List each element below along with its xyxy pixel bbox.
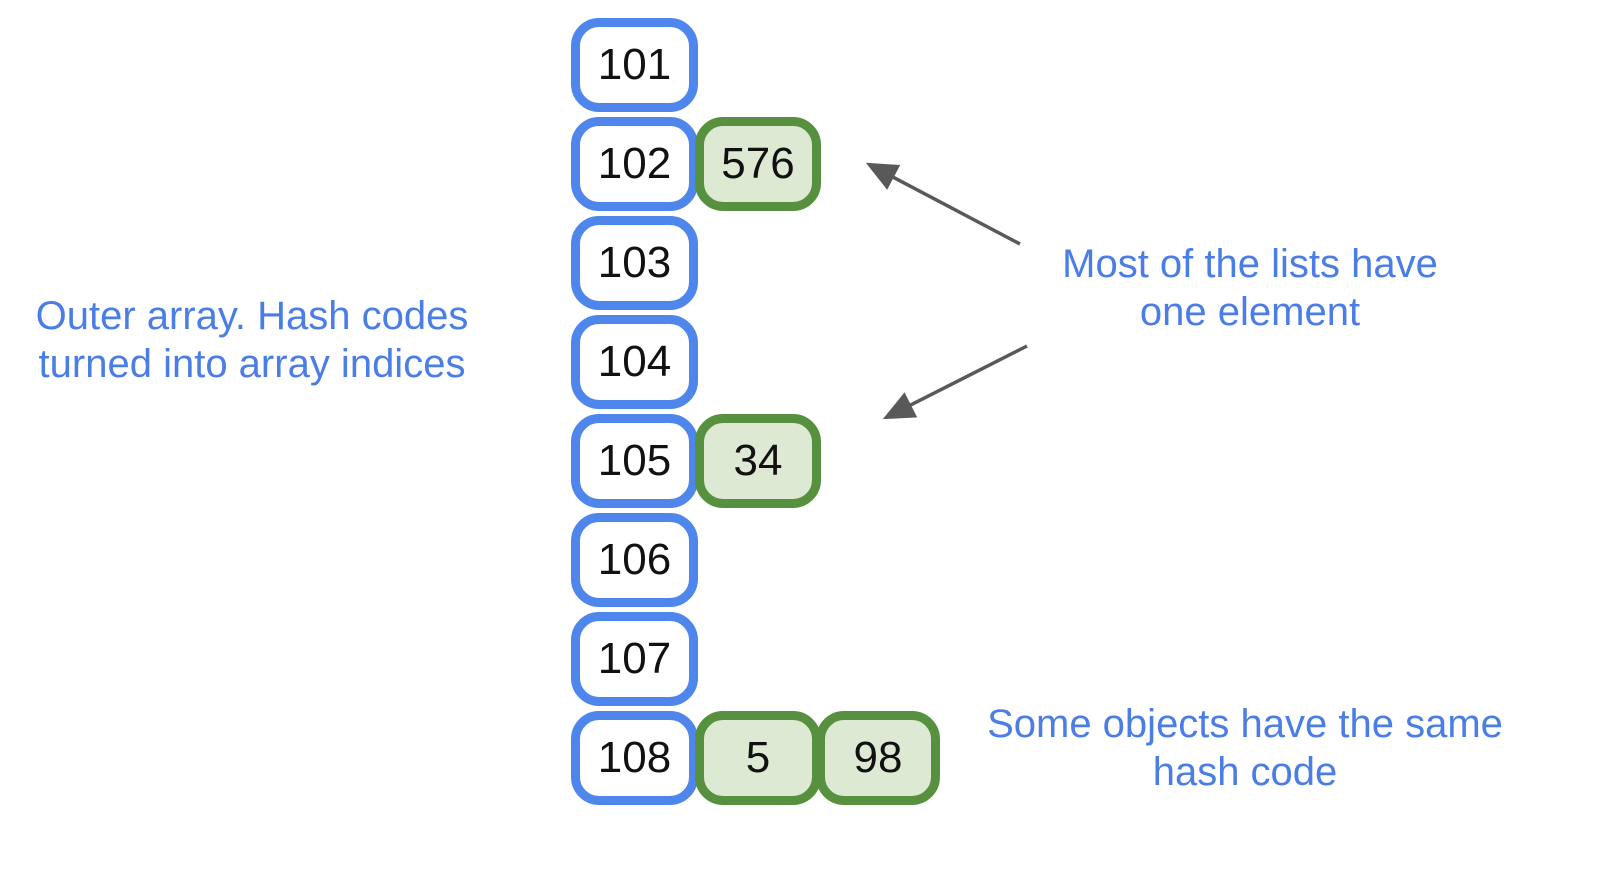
annotation-same-hash-line1: Some objects have the same [987,702,1503,746]
annotation-outer-array-line2: turned into array indices [38,342,466,386]
list-value-box: 34 [695,414,821,508]
array-index-box: 106 [571,513,698,607]
bucket-row-102: 102 576 [571,117,940,211]
array-index-box: 108 [571,711,698,805]
array-index-box: 101 [571,18,698,112]
annotation-most-lists-line1: Most of the lists have [1062,242,1438,286]
array-index-box: 107 [571,612,698,706]
annotation-most-lists: Most of the lists have one element [1030,240,1470,336]
bucket-row-104: 104 [571,315,940,409]
annotation-same-hash-line2: hash code [1152,750,1338,794]
list-value-box: 576 [695,117,821,211]
list-value-box: 5 [695,711,821,805]
bucket-row-101: 101 [571,18,940,112]
bucket-row-105: 105 34 [571,414,940,508]
array-index-box: 104 [571,315,698,409]
annotation-same-hash: Some objects have the same hash code [985,700,1505,796]
array-index-box: 105 [571,414,698,508]
annotation-outer-array-line1: Outer array. Hash codes [35,294,469,338]
bucket-row-107: 107 [571,612,940,706]
outer-array: 101 102 576 103 104 105 34 106 107 108 5… [571,18,940,805]
array-index-box: 102 [571,117,698,211]
array-index-box: 103 [571,216,698,310]
bucket-row-106: 106 [571,513,940,607]
bucket-row-108: 108 5 98 [571,711,940,805]
list-value-box: 98 [816,711,940,805]
annotation-outer-array: Outer array. Hash codes turned into arra… [12,292,492,388]
annotation-most-lists-line2: one element [1139,290,1361,334]
bucket-row-103: 103 [571,216,940,310]
